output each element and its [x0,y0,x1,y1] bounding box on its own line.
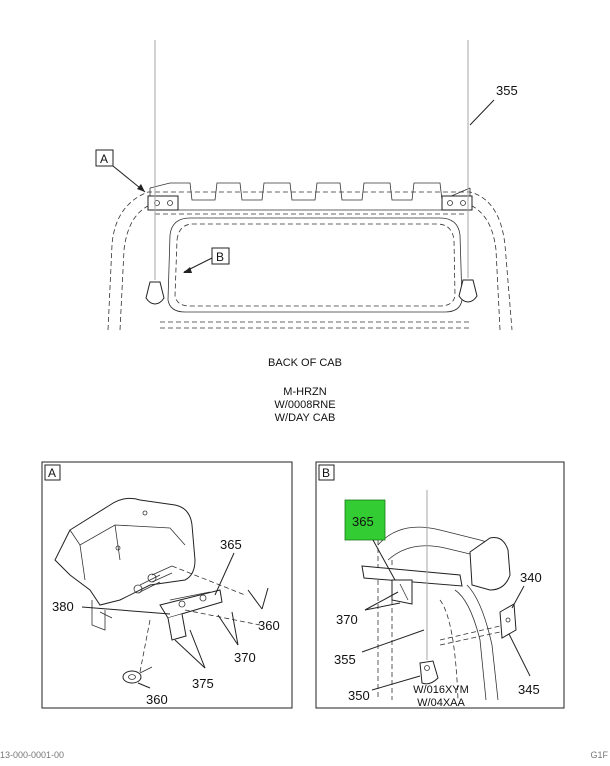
callout-b-340: 340 [520,570,542,585]
caption-line-1: BACK OF CAB [268,357,342,369]
footer-left-code: 13-000-0001-00 [0,750,65,760]
callout-a-360-right: 360 [258,618,280,633]
callout-a-380: 380 [52,599,74,614]
callout-b-350: 350 [348,688,370,703]
callout-a-360-lower: 360 [146,692,168,707]
view-caption: BACK OF CAB M-HRZN W/0008RNE W/DAY CAB [268,357,342,424]
detail-a-title: A [48,466,56,480]
back-of-cab-view: 355 A B [95,40,518,331]
detail-b-marker: B [216,250,224,264]
highlighted-callout-box [344,499,386,541]
caption-line-4: W/DAY CAB [275,412,336,424]
detail-b-note-line-2: W/04XAA [417,697,465,709]
callout-b-370: 370 [336,612,358,627]
callout-b-345: 345 [518,682,540,697]
footer-right-code: G1F [590,750,608,760]
detail-b-note-line-1: W/016XYM [413,684,469,696]
detail-a-marker: A [100,152,108,166]
callout-b-365-highlighted: 365 [352,514,374,529]
caption-line-3: W/0008RNE [274,399,335,411]
callout-a-375: 375 [192,676,214,691]
detail-b-panel: B 365 370 340 355 [315,461,565,709]
detail-a-panel: A 365 380 360 [41,461,293,709]
callout-b-355: 355 [334,652,356,667]
caption-line-2: M-HRZN [283,386,326,398]
callout-a-370: 370 [234,650,256,665]
callout-355: 355 [496,83,518,98]
detail-b-title: B [322,466,330,480]
callout-a-365: 365 [220,537,242,552]
